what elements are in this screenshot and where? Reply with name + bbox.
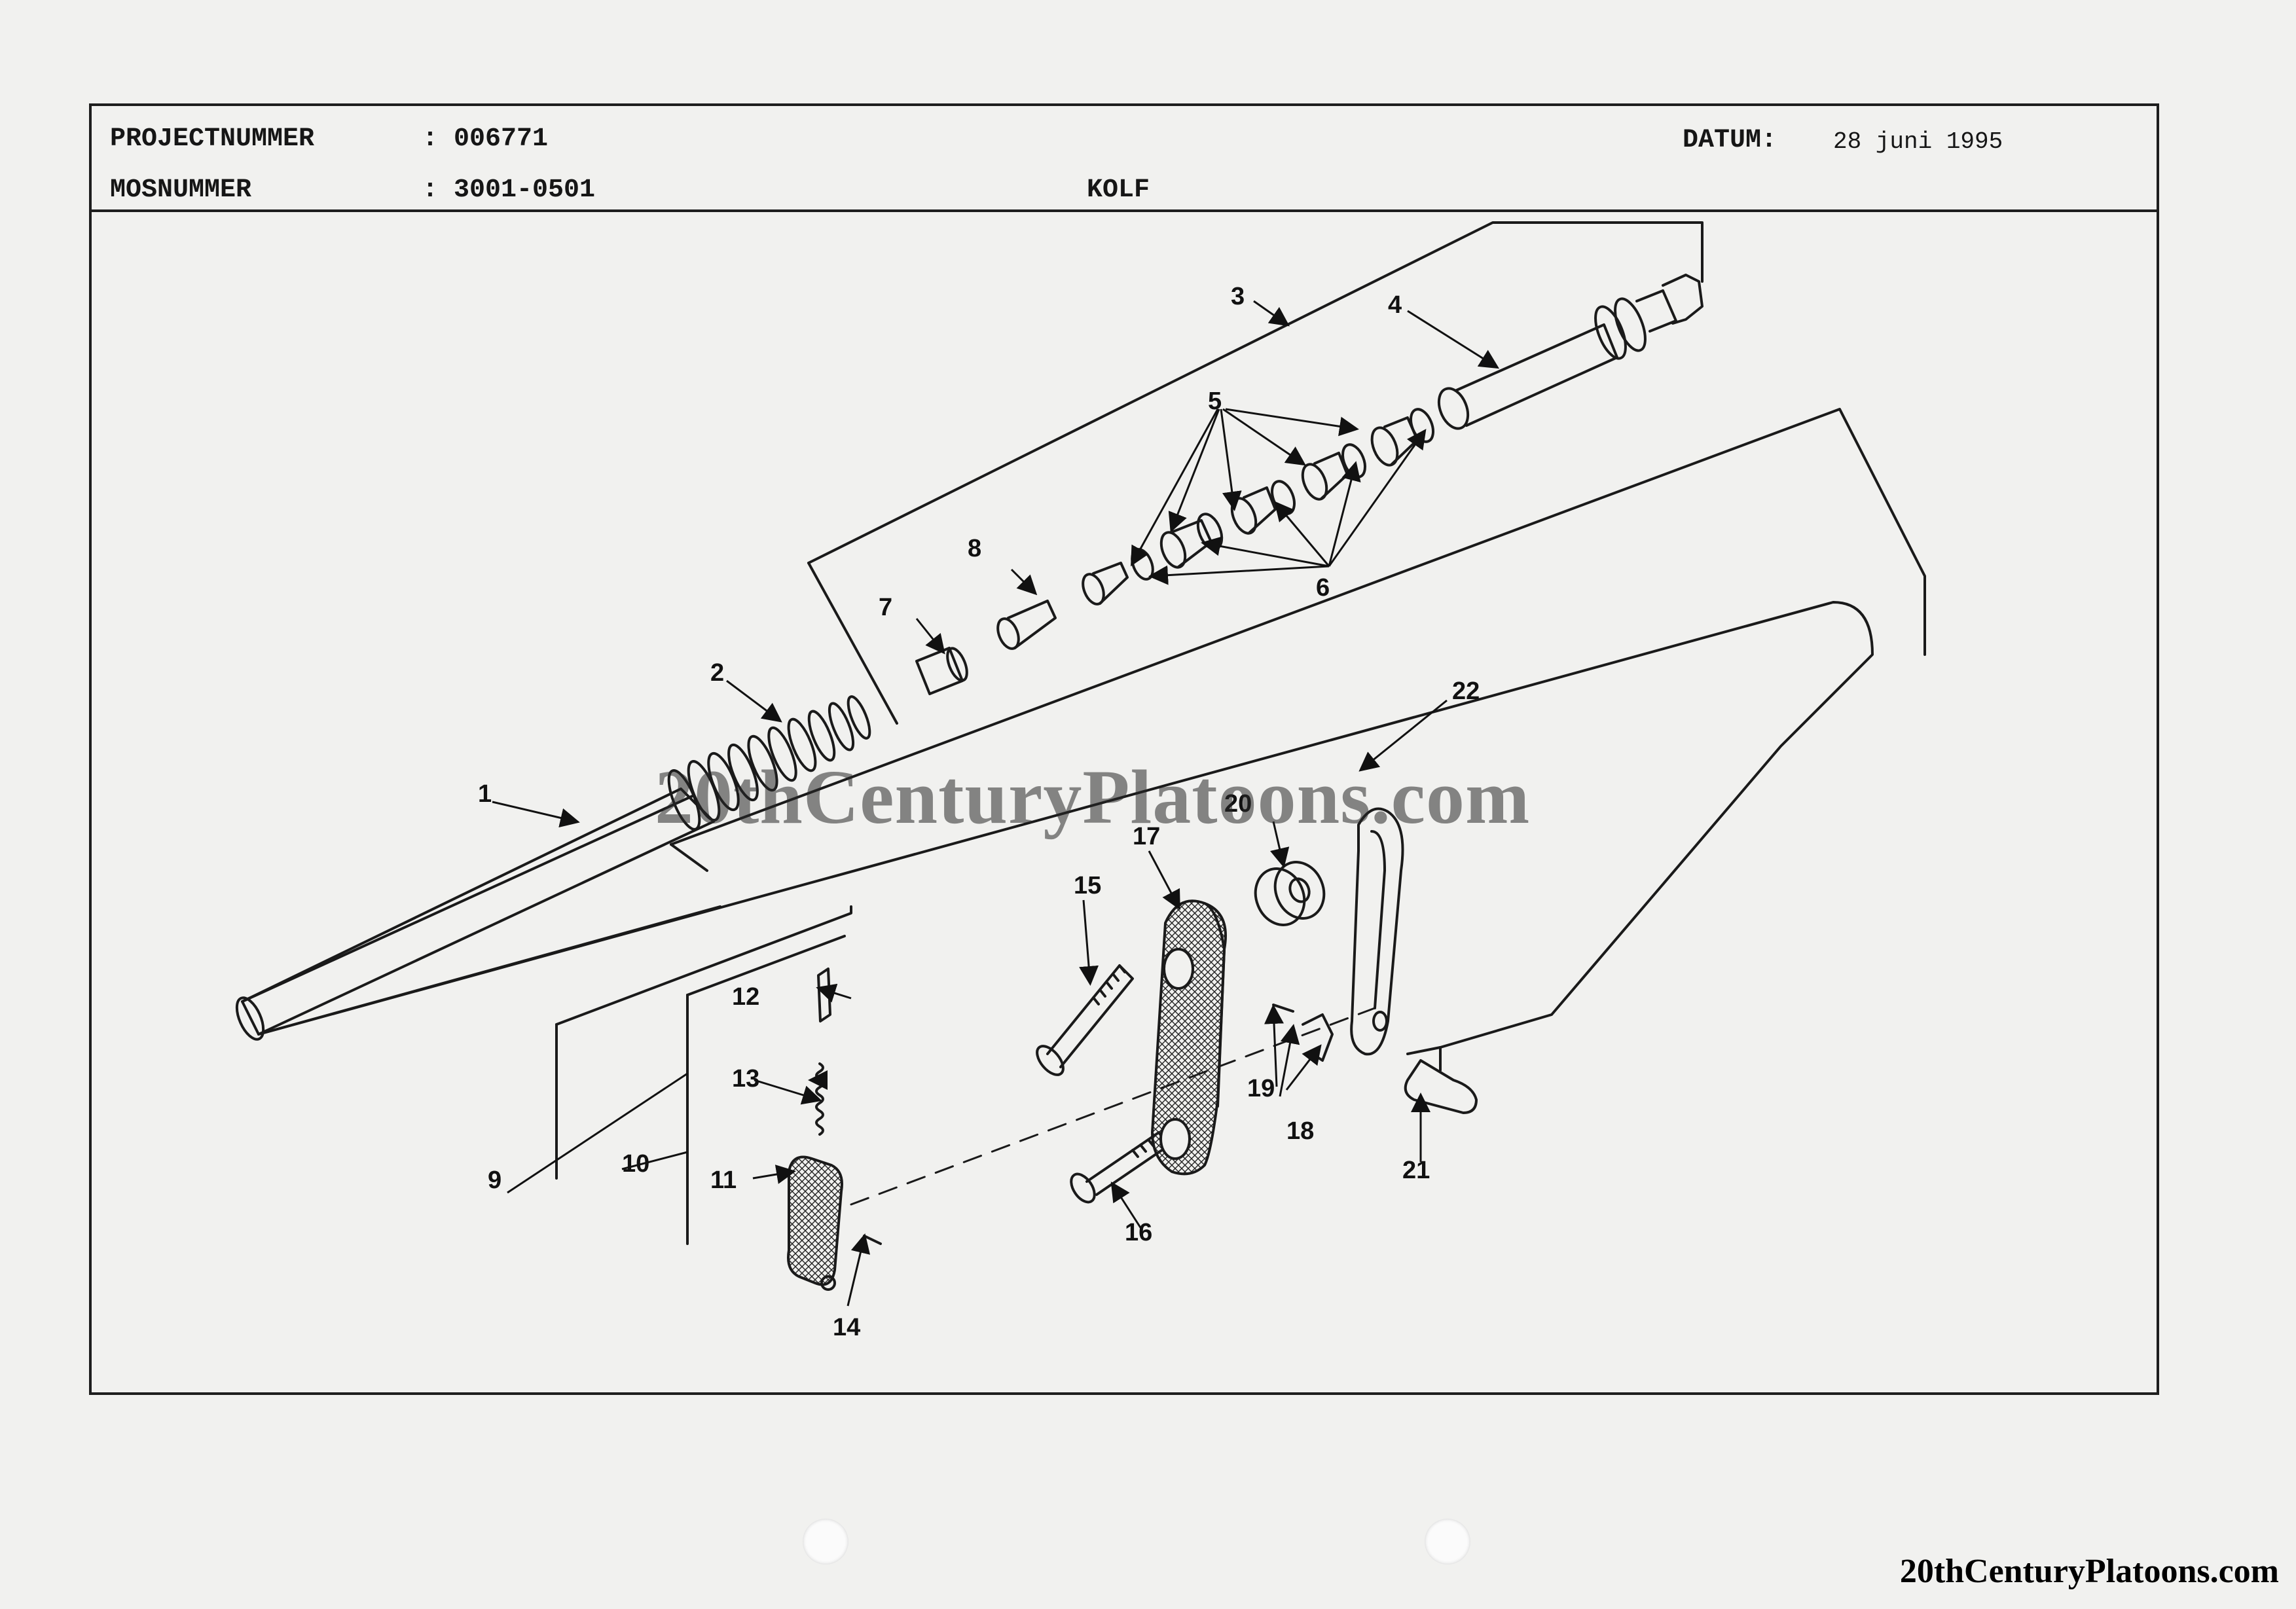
- callout-22: 22: [1452, 678, 1480, 705]
- callout-7: 7: [879, 594, 892, 621]
- project-number-value: : 006771: [422, 124, 549, 154]
- callout-2: 2: [710, 659, 724, 687]
- footer-watermark: 20thCenturyPlatoons.com: [1899, 1553, 2279, 1590]
- drawing-frame: [89, 103, 2159, 1395]
- mos-number-label: MOSNUMMER: [110, 175, 252, 205]
- callout-10: 10: [622, 1150, 649, 1178]
- watermark: 20thCenturyPlatoons.com: [655, 754, 1531, 840]
- callout-9: 9: [488, 1166, 501, 1194]
- callout-19: 19: [1247, 1075, 1275, 1102]
- callout-6: 6: [1316, 574, 1330, 602]
- punch-hole-right: [1425, 1519, 1470, 1564]
- punch-hole-left: [803, 1519, 848, 1564]
- header-divider: [89, 209, 2159, 212]
- callout-1: 1: [478, 780, 492, 808]
- project-number-label: PROJECTNUMMER: [110, 124, 315, 154]
- part-2-spring: [667, 695, 871, 831]
- part-title: KOLF: [1087, 175, 1150, 205]
- callout-16: 16: [1125, 1219, 1152, 1246]
- mos-number-value: : 3001-0501: [422, 175, 596, 205]
- callout-3: 3: [1231, 283, 1245, 310]
- callout-8: 8: [968, 535, 981, 562]
- part-3-outline: [807, 221, 1704, 564]
- callout-21: 21: [1402, 1157, 1430, 1184]
- date-label: DATUM:: [1683, 126, 1777, 155]
- callout-12: 12: [732, 983, 759, 1011]
- callout-13: 13: [732, 1065, 759, 1093]
- callout-20: 20: [1224, 790, 1252, 818]
- callout-14: 14: [833, 1314, 860, 1341]
- date-value: 28 juni 1995: [1833, 128, 2003, 155]
- callout-18: 18: [1286, 1117, 1314, 1145]
- callout-17: 17: [1133, 823, 1160, 850]
- callout-5: 5: [1208, 388, 1222, 415]
- callout-11: 11: [710, 1166, 737, 1194]
- callout-4: 4: [1388, 291, 1402, 319]
- callout-15: 15: [1074, 872, 1101, 899]
